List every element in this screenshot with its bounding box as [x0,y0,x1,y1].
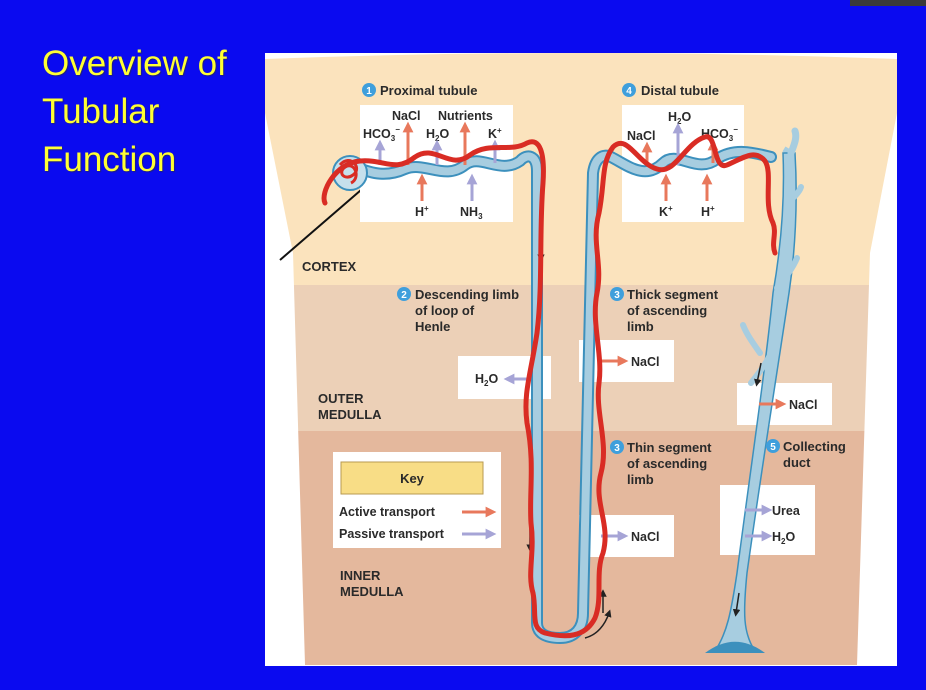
dist-h-label: H+ [701,204,715,219]
collect-nacl-label: NaCl [789,398,817,412]
key-active-label: Active transport [339,505,436,519]
collecting-nacl-box [737,383,832,425]
prox-k-label: K+ [488,126,502,141]
badge-5: 5 [770,442,776,453]
thick-segment-label-1: Thick segment [627,287,719,302]
dist-nacl-label: NaCl [627,129,655,143]
collecting-flow-arrow-2 [732,592,741,617]
badge-3b: 3 [614,443,620,454]
thin-segment-label-3: limb [627,472,654,487]
collecting-flow-arrow-1 [754,362,762,387]
descending-limb-label-1: Descending limb [415,287,519,302]
inner-medulla-label-1: INNER [340,568,381,583]
key-panel: Key Active transport Passive transport [333,452,501,548]
segment-badges: 1 2 3 3 4 5 [362,83,780,454]
outer-medulla-label-1: OUTER [318,391,364,406]
collecting-duct-label-1: Collecting [783,439,846,454]
collecting-duct-label-2: duct [783,455,811,470]
distal-transport: H2O NaCl HCO3− K+ H+ [627,110,738,219]
slide-title: Overview of Tubular Function [42,40,257,184]
prox-nutrients-label: Nutrients [438,109,493,123]
dist-k-label: K+ [659,204,673,219]
thin-segment-label-2: of ascending [627,456,707,471]
badge-1: 1 [366,86,372,97]
prox-hco3-label: HCO3− [363,125,400,143]
prox-nh3-label: NH3 [460,205,483,221]
badge-3a: 3 [614,290,620,301]
nephron-figure: CORTEX OUTER MEDULLA INNER MEDULLA Key A… [265,53,897,666]
dist-h2o-label: H2O [668,110,691,126]
cortex-label: CORTEX [302,259,357,274]
key-title-box [340,461,484,495]
thick-nacl-label: NaCl [631,355,659,369]
nephron-diagram: CORTEX OUTER MEDULLA INNER MEDULLA Key A… [265,53,897,665]
distal-tubule-label: Distal tubule [641,83,719,98]
collecting-duct [705,127,804,653]
outer-medulla-label-2: MEDULLA [318,407,382,422]
corner-bar [850,0,926,6]
thin-segment-label-1: Thin segment [627,440,712,455]
collecting-urea-h2o-box [720,485,815,555]
thin-nacl-box [579,515,674,557]
inner-medulla-label-2: MEDULLA [340,584,404,599]
descending-limb-label-3: Henle [415,319,450,334]
key-passive-label: Passive transport [339,527,445,541]
title-line-1: Overview of [42,44,227,83]
thick-segment-label-2: of ascending [627,303,707,318]
glomerulus-pointer-line [279,189,362,261]
descending-limb-label-2: of loop of [415,303,475,318]
collect-urea-label: Urea [772,504,801,518]
desc-h2o-label: H2O [475,372,498,388]
title-line-3: Function [42,140,177,179]
red-annotation-path [321,134,778,639]
prox-h2o-label: H2O [426,127,449,143]
badge-4: 4 [626,86,632,97]
proximal-tubule-label: Proximal tubule [380,83,478,98]
collect-h2o-label: H2O [772,530,795,546]
thick-segment-label-3: limb [627,319,654,334]
dist-hco3-label: HCO3− [701,125,738,143]
loop-turn-arrow [584,609,612,639]
badge-2: 2 [401,290,407,301]
thin-nacl-label: NaCl [631,530,659,544]
title-line-2: Tubular [42,92,160,131]
prox-nacl-label: NaCl [392,109,420,123]
key-title: Key [400,471,425,486]
prox-h-label: H+ [415,204,429,219]
